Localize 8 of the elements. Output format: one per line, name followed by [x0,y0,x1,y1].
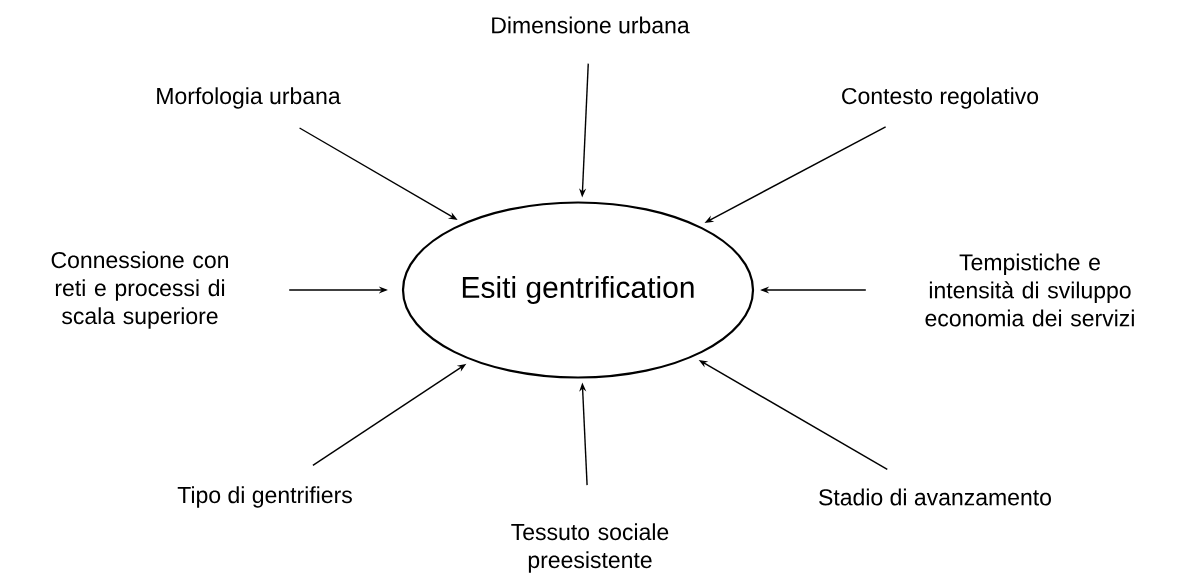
factor-label: Tessuto sociale preesistente [511,523,669,573]
factor-label: Dimensione urbana [492,16,690,34]
factor-label: Morfologia urbana [157,87,341,109]
factor-label: Stadio di avanzamento [819,488,1051,506]
factor-label: Tipo di gentrifiers [177,486,352,508]
factor-label: Connessione con reti e processi di scala superiore [51,251,228,329]
factor-label: Contesto regolativo [842,87,1039,109]
factor-label: Tempistiche e intensità di sviluppo economia dei servizi [925,253,1134,327]
